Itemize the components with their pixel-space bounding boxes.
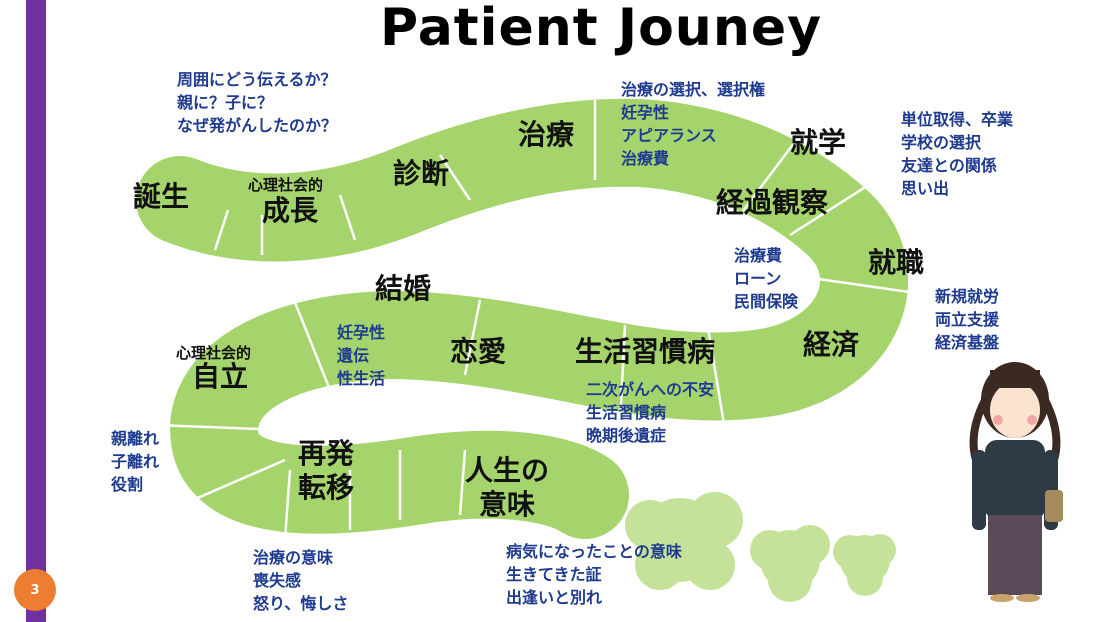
stage-growth: 成長	[262, 194, 319, 227]
stage-independence: 自立	[192, 360, 249, 393]
note-line: なぜ発がんしたのか？	[177, 116, 338, 135]
stage-romance: 恋愛	[450, 335, 507, 368]
cloud-decoration	[625, 492, 896, 602]
page-number-badge: 3	[14, 569, 56, 611]
note-independence: 親離れ 子離れ 役割	[111, 427, 159, 496]
stage-marriage: 結婚	[375, 272, 432, 305]
stage-employment: 就職	[868, 246, 925, 279]
note-line: ローン	[734, 269, 782, 288]
note-costs: 治療費 ローン 民間保険	[734, 244, 798, 313]
stage-economy: 経済	[803, 328, 860, 361]
stage-meaning-of-life: 人生の 意味	[465, 454, 549, 521]
note-line: 学校の選択	[901, 133, 982, 152]
note-line: 経済基盤	[935, 333, 1000, 352]
note-line: 生きてきた証	[506, 565, 602, 584]
stage-birth: 誕生	[133, 180, 190, 213]
stage-relapse-line2: 転移	[298, 470, 355, 504]
note-line: 子離れ	[111, 452, 160, 471]
note-line: 思い出	[901, 179, 950, 198]
note-line: 晩期後遺症	[586, 426, 667, 445]
stage-treatment: 治療	[518, 118, 575, 151]
note-line: 生活習慣病	[586, 403, 667, 422]
stage-meaning-line1: 人生の	[465, 454, 550, 487]
note-schooling: 単位取得、卒業 学校の選択 友達との関係 思い出	[901, 108, 1013, 200]
note-line: 出逢いと別れ	[506, 588, 603, 607]
note-line: 遺伝	[337, 346, 370, 365]
note-marriage: 妊孕性 遺伝 性生活	[337, 321, 385, 390]
note-line: 怒り、悔しさ	[253, 594, 349, 613]
stage-lifestyle-disease: 生活習慣病	[575, 335, 716, 368]
stage-independence-prefix: 心理社会的	[176, 344, 252, 362]
note-line: 単位取得、卒業	[901, 110, 1014, 129]
note-line: 治療の意味	[253, 548, 334, 567]
stage-meaning-line2: 意味	[479, 487, 536, 521]
journey-path	[136, 98, 909, 539]
note-line: 二次がんへの不安	[586, 380, 715, 399]
note-line: 周囲にどう伝えるか？	[177, 70, 337, 89]
slide-title: Patient Jouney	[380, 0, 823, 58]
note-meaning: 病気になったことの意味 生きてきた証 出逢いと別れ	[506, 540, 682, 609]
note-line: 新規就労	[935, 287, 1000, 306]
note-line: 役割	[111, 475, 144, 494]
stage-growth-prefix: 心理社会的	[248, 176, 324, 194]
note-lifestyle: 二次がんへの不安 生活習慣病 晩期後遺症	[586, 378, 714, 447]
note-line: 治療費	[734, 246, 783, 265]
note-line: 喪失感	[253, 571, 302, 590]
note-line: 親に？子に？	[177, 93, 274, 112]
note-line: 病気になったことの意味	[506, 542, 682, 561]
note-relapse: 治療の意味 喪失感 怒り、悔しさ	[253, 546, 348, 615]
note-employment: 新規就労 両立支援 経済基盤	[935, 285, 999, 354]
note-line: 民間保険	[734, 292, 799, 311]
note-treatment: 治療の選択、選択権 妊孕性 アピアランス 治療費	[621, 78, 765, 170]
stage-diagnosis: 診断	[393, 157, 450, 190]
note-line: 治療の選択、選択権	[621, 80, 766, 99]
note-line: 治療費	[621, 149, 670, 168]
stage-relapse: 再発 転移	[298, 437, 354, 504]
accent-sidebar-bar	[26, 0, 46, 622]
girl-character-illustration	[969, 362, 1063, 602]
stage-schooling: 就学	[790, 126, 847, 159]
stage-relapse-line1: 再発	[298, 437, 355, 470]
note-line: 親離れ	[111, 429, 160, 448]
stage-followup: 経過観察	[716, 186, 829, 219]
note-line: 両立支援	[935, 310, 1000, 329]
note-line: 妊孕性	[621, 103, 670, 122]
note-line: アピアランス	[621, 126, 717, 145]
path-dividers	[154, 100, 931, 541]
note-diagnosis: 周囲にどう伝えるか？ 親に？子に？ なぜ発がんしたのか？	[177, 68, 337, 137]
note-line: 友達との関係	[901, 156, 997, 175]
note-line: 妊孕性	[337, 323, 386, 342]
note-line: 性生活	[337, 369, 386, 388]
